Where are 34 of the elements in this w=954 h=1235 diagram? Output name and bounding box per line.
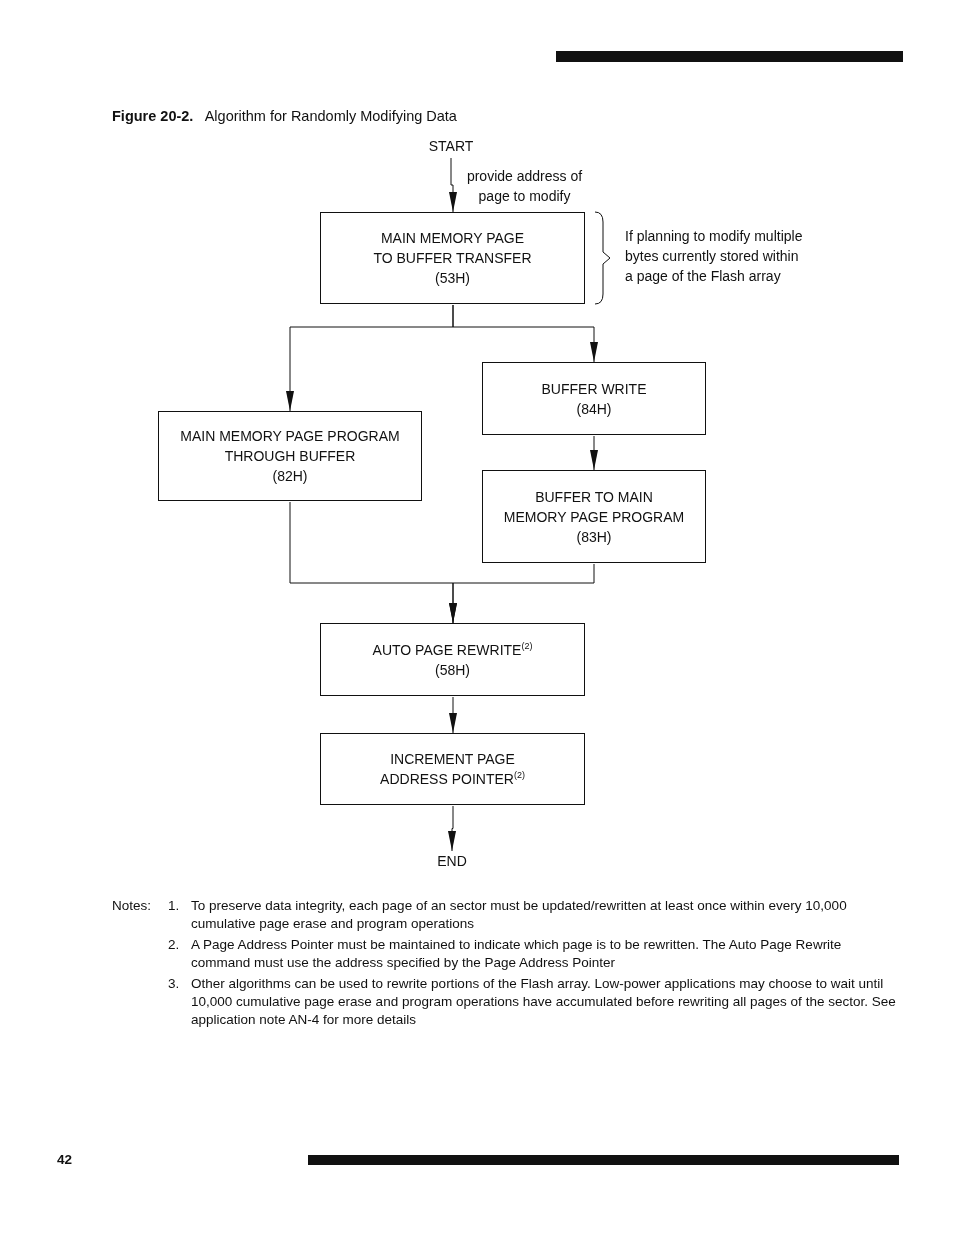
arrow	[449, 696, 457, 734]
process-name: MAIN MEMORY PAGE PROGRAM THROUGH BUFFER	[179, 427, 401, 466]
command-code: (53H)	[435, 269, 470, 288]
terminal-label: END	[425, 851, 479, 871]
side-note: If planning to modify multiple bytes currently stored within a page of the Flash array	[625, 227, 804, 286]
arrow	[590, 435, 598, 471]
process-box	[482, 470, 706, 563]
note-number: 3.	[168, 975, 181, 993]
process-box	[320, 733, 585, 805]
command-code: (83H)	[576, 527, 612, 547]
process-name: MAIN MEMORY PAGE TO BUFFER TRANSFER	[372, 229, 533, 268]
command-code: (84H)	[576, 399, 612, 419]
process-name: BUFFER WRITE	[541, 379, 647, 399]
arrow	[448, 805, 456, 852]
process-box	[158, 411, 422, 501]
command-code: (58H)	[435, 660, 470, 680]
process-box	[482, 362, 706, 435]
arrow	[452, 304, 598, 363]
process-name: INCREMENT PAGE ADDRESS POINTER$^{(2)}$	[379, 750, 526, 789]
note-text: A Page Address Pointer must be maintained to indicate which page is to be rewritten. The Auto Page Rewrite command must use the address specified by the Page Address Pointer	[191, 936, 843, 972]
terminal-label: START	[420, 136, 482, 156]
process-name: BUFFER TO MAIN MEMORY PAGE PROGRAM	[503, 487, 685, 527]
note-text: Other algorithms can be used to rewrite portions of the Flash array. Low-power applications may choose to wait until 10,000 cumulative page erase and program operations have accumulated before rewriting all pages of the sector. See application note AN-4 for more details	[191, 975, 897, 1029]
process-box	[320, 623, 585, 696]
command-code: (82H)	[272, 467, 308, 486]
note-text: To preserve data integrity, each page of an sector must be updated/rewritten at least once within every 10,000 cumulative page erase and program operations	[191, 897, 848, 933]
process-box	[320, 212, 585, 304]
note-number: 1.	[168, 897, 181, 915]
note-number: 2.	[168, 936, 181, 954]
figure-title: Figure 20-2. Algorithm for Randomly Modifying Data	[112, 107, 457, 125]
arrow	[449, 157, 457, 213]
page-number: 42	[57, 1151, 74, 1169]
arrow	[449, 563, 595, 624]
process-name: AUTO PAGE REWRITE$^{(2)}$	[372, 639, 533, 660]
